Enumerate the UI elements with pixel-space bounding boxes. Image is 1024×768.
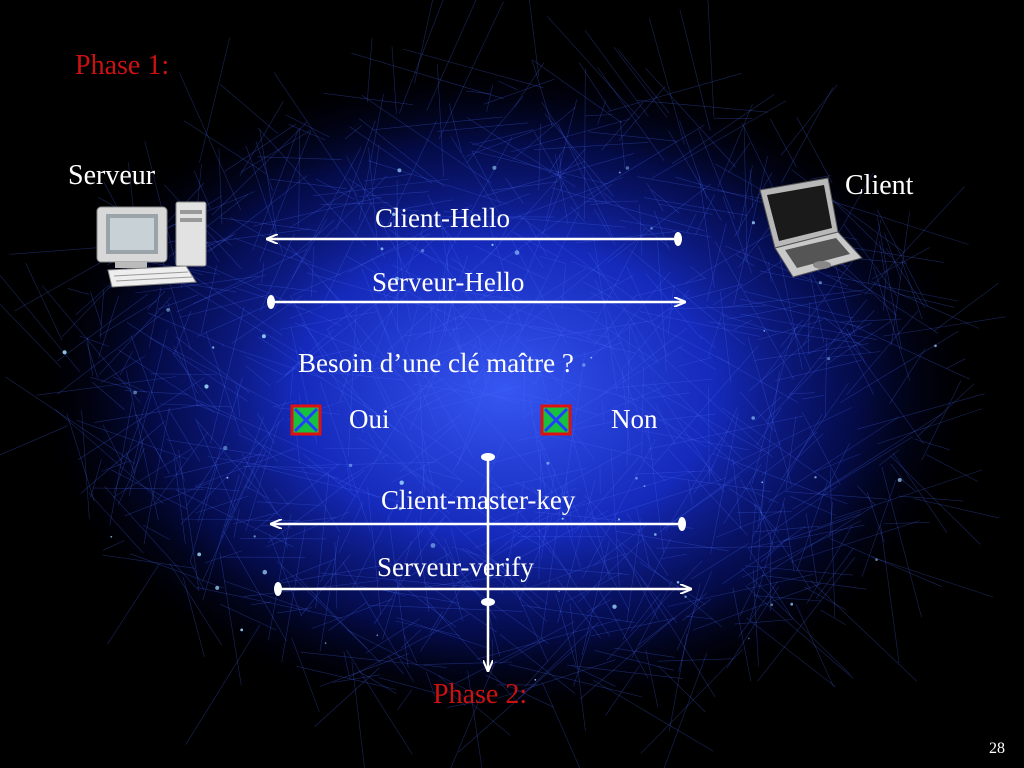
client-hello-label: Client-Hello <box>375 203 510 233</box>
option-non-label: Non <box>611 404 658 434</box>
option-oui-label: Oui <box>349 404 390 434</box>
client-label: Client <box>845 170 914 201</box>
server-label: Serveur <box>68 160 156 191</box>
non-checkbox-icon <box>540 404 572 436</box>
serveur-verify-label: Serveur-verify <box>377 552 534 582</box>
page-number: 28 <box>989 740 1005 757</box>
phase1-title: Phase 1: <box>75 50 170 81</box>
server-computer-icon <box>96 201 207 288</box>
serveur-hello-label: Serveur-Hello <box>372 267 525 297</box>
client-master-key-label: Client-master-key <box>381 485 576 515</box>
client-laptop-icon <box>759 177 863 278</box>
phase2-title: Phase 2: <box>433 679 528 710</box>
oui-checkbox-icon <box>290 404 322 436</box>
question-text: Besoin d’une clé maître ? <box>298 348 574 378</box>
